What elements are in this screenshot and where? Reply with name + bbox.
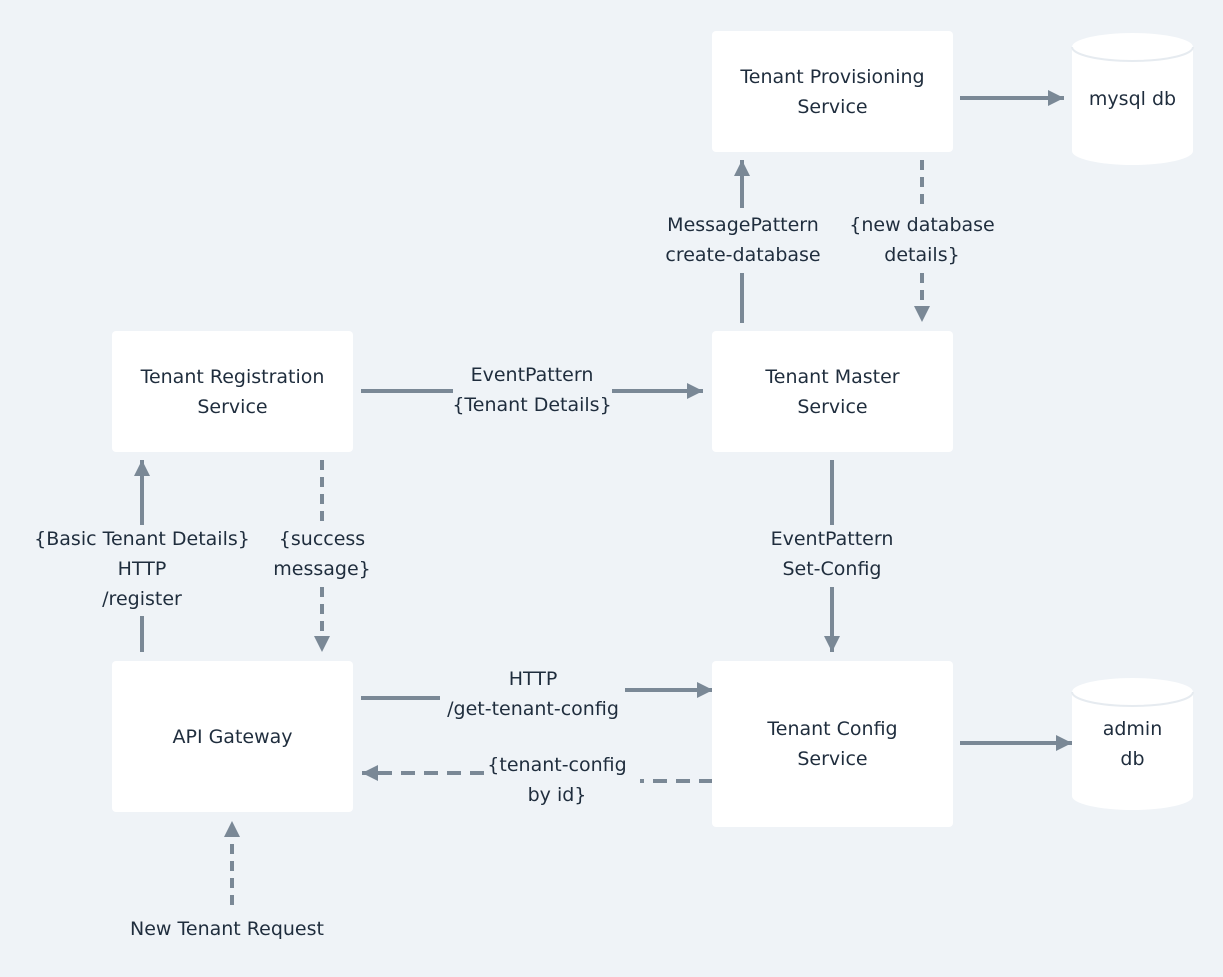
tenant-registration-service-label: Tenant Registration Service (140, 365, 325, 418)
tenant-config-service-label: Tenant Config Service (767, 718, 898, 770)
label-set-config: EventPattern Set-Config (770, 528, 894, 580)
mysql-db: mysql db (1071, 32, 1194, 166)
tenant-config-service: Tenant Config Service (712, 661, 953, 827)
label-create-database: MessagePattern create-database (665, 214, 821, 266)
tenant-provisioning-service-label: Tenant Provisioning Service (740, 65, 925, 118)
label-get-tenant-config: HTTP /get-tenant-config (447, 668, 619, 720)
label-new-tenant-request: New Tenant Request (130, 918, 324, 940)
admin-db: admin db (1071, 677, 1194, 811)
api-gateway: API Gateway (112, 661, 353, 812)
api-gateway-label: API Gateway (172, 725, 293, 748)
label-success-message: {success message} (273, 528, 371, 580)
label-register: {Basic Tenant Details} HTTP /register (34, 528, 250, 610)
mysql-db-label: mysql db (1088, 88, 1177, 110)
cylinder-shape (1071, 33, 1194, 165)
label-tenant-details-event: EventPattern {Tenant Details} (452, 364, 612, 416)
tenant-provisioning-service: Tenant Provisioning Service (712, 31, 953, 152)
label-new-database-details: {new database details} (849, 214, 995, 266)
tenant-master-service-label: Tenant Master Service (765, 365, 900, 418)
tenant-registration-service: Tenant Registration Service (112, 331, 353, 452)
tenant-master-service: Tenant Master Service (712, 331, 953, 452)
admin-db-label: admin db (1102, 718, 1163, 770)
label-tenant-config-by-id: {tenant-config by id} (487, 754, 627, 806)
cylinder-shape (1071, 678, 1194, 810)
